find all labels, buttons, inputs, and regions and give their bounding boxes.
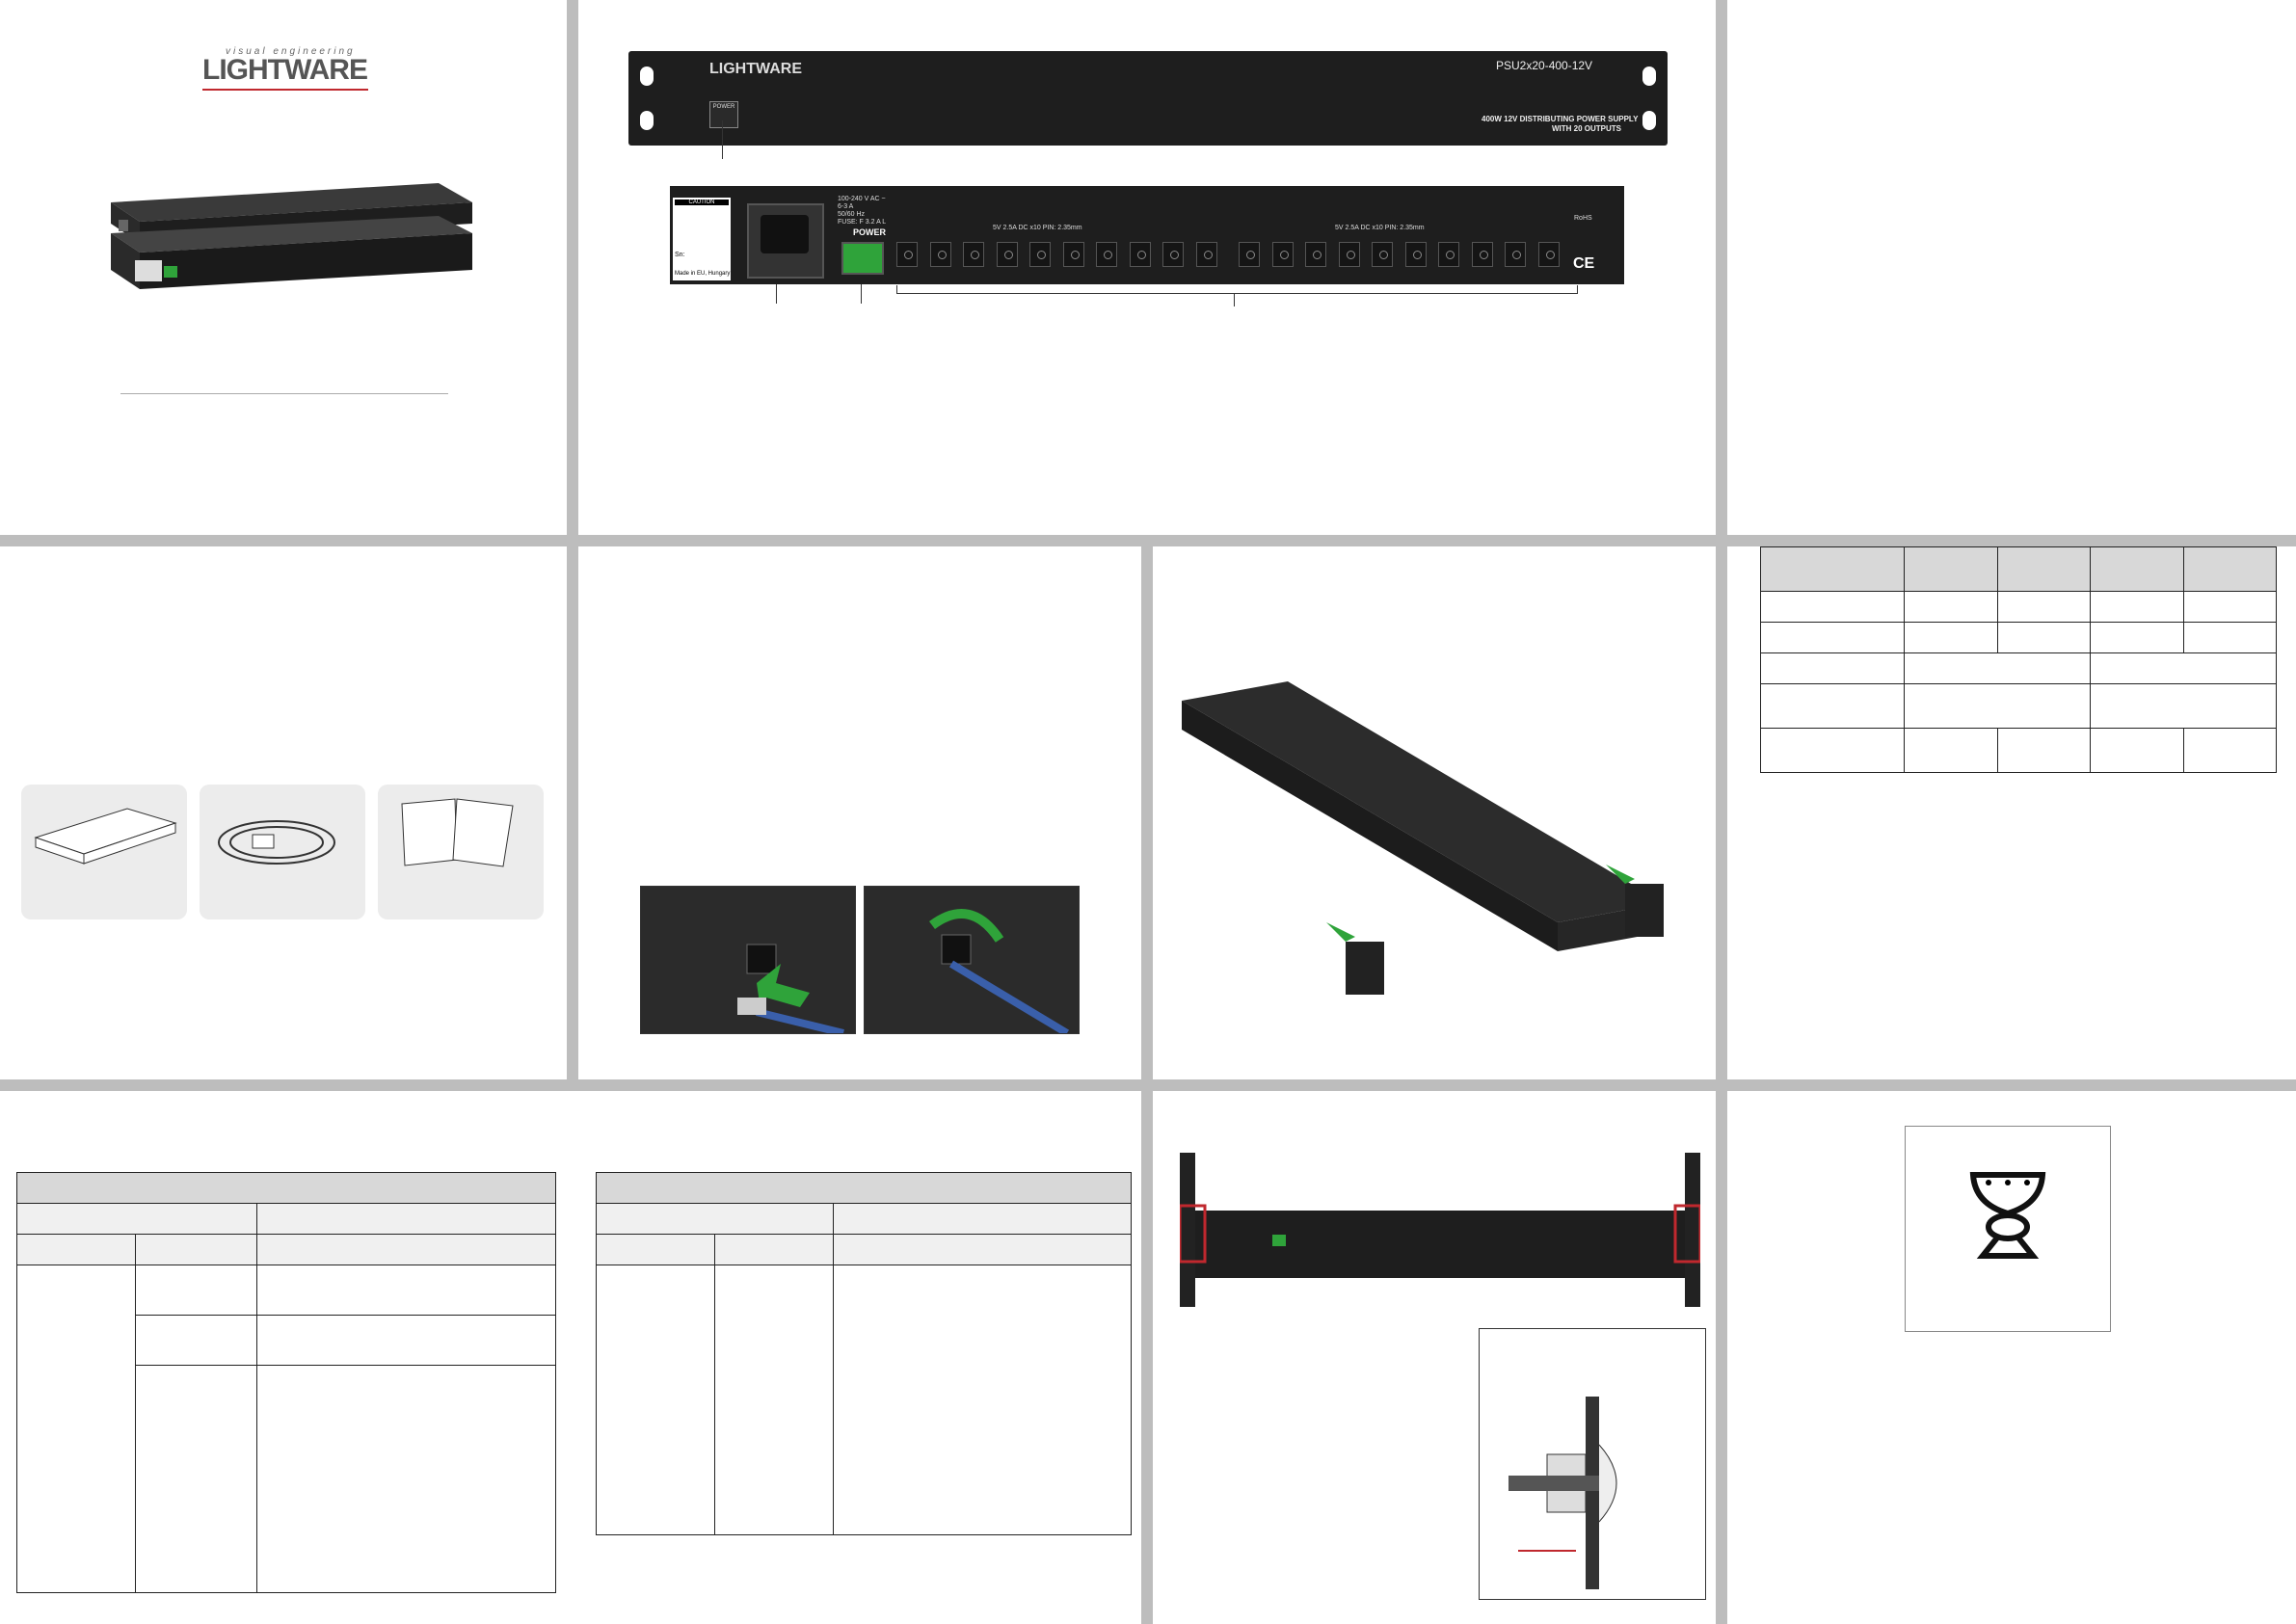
cover-panel: visual engineering LIGHTWARE <box>0 0 567 535</box>
device-ear-mount-image <box>1182 681 1664 995</box>
rack-mount-panel <box>1153 1091 1716 1624</box>
front-panel-view: LIGHTWARE PSU2x20-400-12V 400W 12V DISTR… <box>628 51 1668 146</box>
ac-inlet[interactable] <box>747 203 824 279</box>
dc-outlet[interactable] <box>1505 242 1526 267</box>
contents-device-card <box>21 785 187 919</box>
dc-outlet[interactable] <box>896 242 918 267</box>
pinout-tables-panel <box>0 1091 1141 1624</box>
device-image <box>92 173 477 308</box>
power-switch[interactable] <box>841 242 884 275</box>
outlets-callout-line <box>1234 293 1235 306</box>
rohs-label: RoHS <box>1574 215 1592 222</box>
pinout-table-right <box>596 1172 1132 1535</box>
rack-mount-image <box>1180 1153 1700 1307</box>
dc-outlet[interactable] <box>1162 242 1184 267</box>
dc-outlet[interactable] <box>1195 242 1217 267</box>
logo: visual engineering LIGHTWARE <box>202 46 376 94</box>
group2-label: 5V 2.5A DC x10 PIN: 2.35mm <box>1335 225 1425 231</box>
pinout-table-left <box>16 1172 556 1593</box>
logo-tagline: visual engineering <box>226 46 356 57</box>
connect-step2-image <box>864 886 1080 1034</box>
current-rating: 6-3 A <box>838 203 854 210</box>
dc-outlet[interactable] <box>1537 242 1560 267</box>
dc-outlet[interactable] <box>1029 242 1051 267</box>
outlets-bracket <box>896 285 1578 294</box>
divider-line <box>120 393 448 394</box>
dc-outlet[interactable] <box>1271 242 1294 267</box>
dc-outlet[interactable] <box>1372 242 1393 267</box>
dc-outlet[interactable] <box>1096 242 1117 267</box>
rack-ear-right <box>1635 61 1664 136</box>
dc-outlet[interactable] <box>1404 242 1427 267</box>
dc-outlet[interactable] <box>963 242 984 267</box>
dc-outlet[interactable] <box>1438 242 1459 267</box>
power-button[interactable]: POWER <box>709 101 738 128</box>
model-label: PSU2x20-400-12V <box>1496 59 1593 72</box>
rear-power-label: POWER <box>853 227 887 237</box>
box-contents-panel <box>0 546 567 1079</box>
rear-info-sticker: CAUTION Sn: Made in EU, Hungary <box>673 198 731 280</box>
caution-label: CAUTION <box>675 200 729 205</box>
switch-callout-line <box>861 284 862 304</box>
serial-label: Sn: <box>675 252 685 258</box>
dc-outlet[interactable] <box>1338 242 1360 267</box>
right-mid-panel <box>1727 546 2296 1079</box>
description-line2: WITH 20 OUTPUTS <box>1552 124 1622 133</box>
right-top-panel <box>1727 0 2296 535</box>
dc-outlet[interactable] <box>1129 242 1151 267</box>
rear-panel-view: CAUTION Sn: Made in EU, Hungary 100-240 … <box>670 186 1624 284</box>
frequency-label: 50/60 Hz <box>838 211 866 218</box>
contents-cable-card <box>200 785 365 919</box>
front-logo: LIGHTWARE <box>709 61 802 77</box>
dc-outlet[interactable] <box>1305 242 1326 267</box>
logo-underline <box>202 89 368 91</box>
power-button-label: POWER <box>712 104 735 110</box>
dc-outlet[interactable] <box>1062 242 1084 267</box>
rack-ear-mount-panel <box>1153 546 1716 1079</box>
made-in-label: Made in EU, Hungary <box>675 271 731 277</box>
right-bottom-panel <box>1727 1091 2296 1624</box>
dc-outlet[interactable] <box>1471 242 1493 267</box>
symbol-box <box>1905 1126 2111 1332</box>
connect-step1-image <box>640 886 856 1034</box>
group1-label: 5V 2.5A DC x10 PIN: 2.35mm <box>993 225 1082 231</box>
ce-mark: CE <box>1573 255 1595 272</box>
dc-outlet[interactable] <box>929 242 951 267</box>
front-rear-panel: LIGHTWARE PSU2x20-400-12V 400W 12V DISTR… <box>578 0 1716 535</box>
spec-table-small <box>1760 546 2277 773</box>
rack-ear-left <box>632 61 661 136</box>
voltage-rating: 100-240 V AC ~ <box>838 196 886 202</box>
dc-outlet[interactable] <box>996 242 1018 267</box>
food-safe-icon <box>1969 1172 2046 1259</box>
logo-text: LIGHTWARE <box>202 54 368 86</box>
description-line1: 400W 12V DISTRIBUTING POWER SUPPLY <box>1482 115 1639 123</box>
dc-outlet[interactable] <box>1239 242 1260 267</box>
fuse-label: FUSE: F 3.2 A L <box>838 219 887 226</box>
inlet-callout-line <box>776 284 777 304</box>
screw-detail-image <box>1479 1328 1706 1600</box>
power-callout-line <box>722 120 723 159</box>
connection-panel <box>578 546 1141 1079</box>
contents-docs-card <box>378 785 544 919</box>
